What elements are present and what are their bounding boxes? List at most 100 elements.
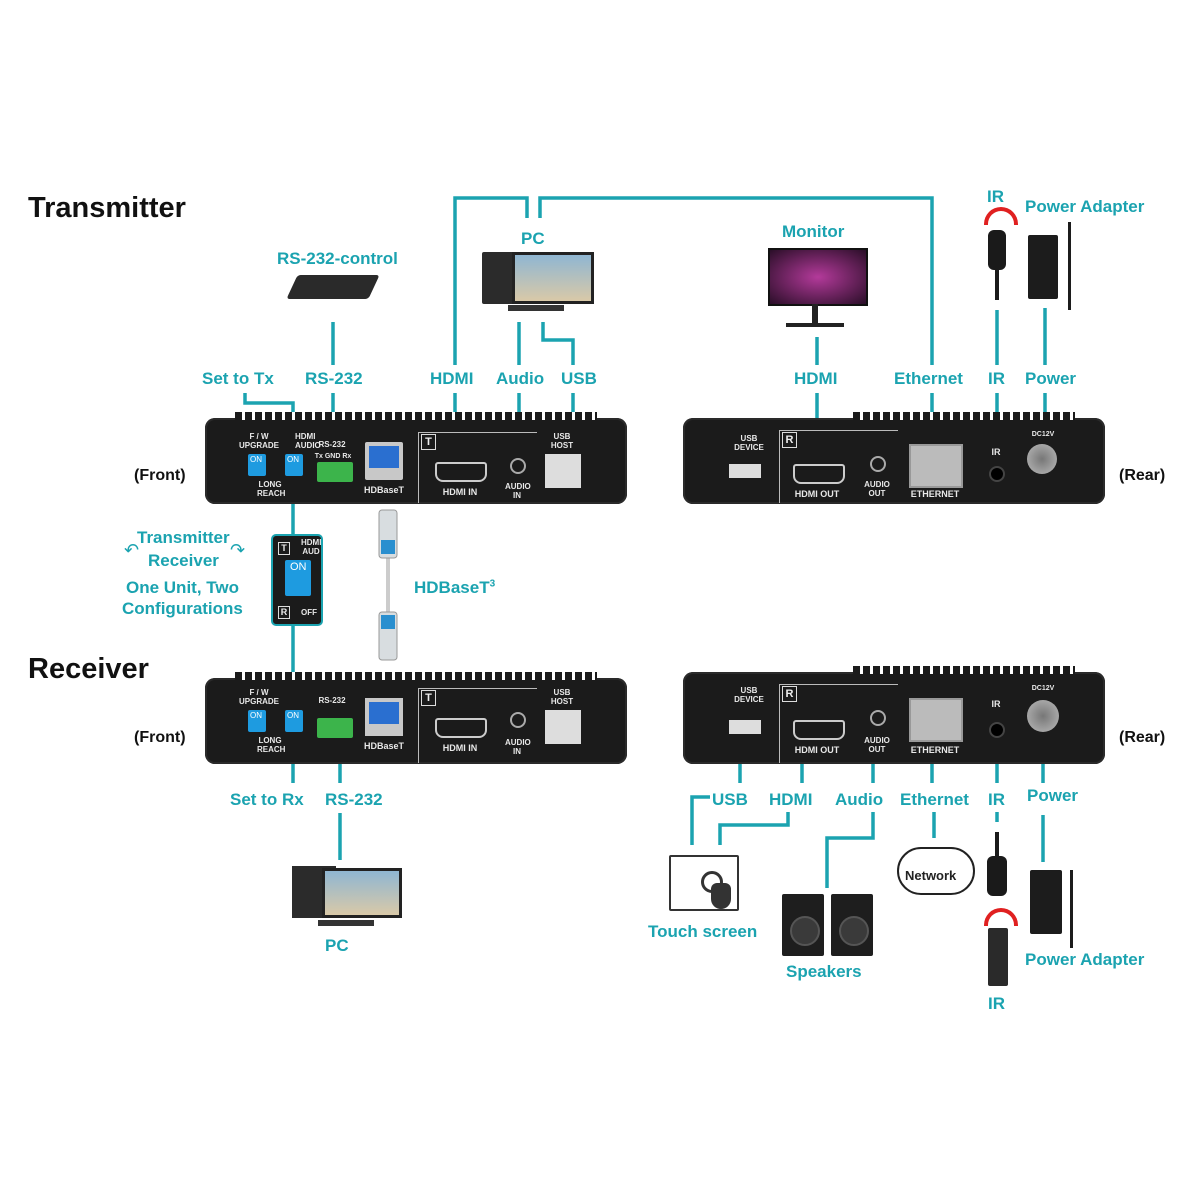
hdmi-out-port[interactable]: [793, 464, 845, 484]
rx-ir-cable-icon: [995, 832, 999, 857]
usb-device-port[interactable]: [729, 464, 761, 478]
tx-rear-panel: USB DEVICE R HDMI OUT AUDIO OUT ETHERNET…: [683, 412, 1105, 504]
long-reach-label: LONG REACH: [257, 480, 286, 498]
rx-usb-host-port[interactable]: [545, 710, 581, 744]
audio-out-port[interactable]: [870, 456, 886, 472]
power-adapter-icon: [1028, 235, 1058, 299]
monitor-icon: [768, 248, 868, 306]
rx-ir-bottom-label: IR: [988, 994, 1005, 1013]
rx-pc-label: PC: [325, 936, 349, 955]
line-speakers: [825, 812, 875, 888]
tx-ethernet-label: Ethernet: [894, 369, 963, 388]
touch-screen-icon: [669, 855, 739, 911]
switch-t-badge: T: [278, 542, 290, 555]
rx-pc-monitor-icon: [322, 868, 402, 918]
tx-mode-badge: T: [421, 434, 436, 450]
switch-audio-label: AUD: [302, 547, 320, 556]
rx-rs232-terminal-port[interactable]: [317, 718, 353, 738]
config-line-2: Configurations: [122, 599, 243, 618]
rx-power-jack[interactable]: [1027, 700, 1059, 732]
hdmi-in-port[interactable]: [435, 462, 487, 482]
hdbaset-cable: [378, 509, 398, 661]
power-jack[interactable]: [1027, 444, 1057, 474]
pc-top-label: PC: [521, 229, 545, 248]
rx-hdmi-in-port[interactable]: [435, 718, 487, 738]
ir-receiver-icon: [988, 230, 1006, 270]
rx-hdmi-out-port-label: HDMI OUT: [794, 745, 840, 755]
hdmi-audio-label: HDMI AUDIO: [295, 432, 321, 450]
rx-rear-panel: USB DEVICE R HDMI OUT AUDIO OUT ETHERNET…: [683, 666, 1105, 764]
pc-monitor-icon: [512, 252, 594, 304]
power-adapter-top-label: Power Adapter: [1025, 197, 1145, 216]
monitor-stand-icon: [812, 304, 818, 324]
power-adapter-cord-icon: [1068, 222, 1071, 310]
mode-dip-switch[interactable]: ON: [285, 454, 303, 476]
rx-ir-port-label: IR: [991, 699, 1001, 709]
config-line-1: One Unit, Two: [126, 578, 240, 597]
rx-long-reach-label: LONG REACH: [257, 736, 286, 754]
rx-power-adapter-icon: [1030, 870, 1062, 934]
mode-line-transmitter: Transmitter: [137, 528, 230, 547]
switch-r-badge: R: [278, 606, 290, 619]
rx-front-panel: F / W UPGRADE ON LONG REACH ON RS-232 HD…: [205, 672, 627, 764]
rx-pc-keyboard-icon: [318, 920, 374, 926]
hdbaset-label: HDBaseT3: [414, 578, 496, 597]
rs232-terminal-port[interactable]: [317, 462, 353, 482]
rx-ir-label: IR: [988, 790, 1005, 809]
hdmi-out-port-label: HDMI OUT: [794, 489, 840, 499]
rx-ethernet-port-label: ETHERNET: [910, 745, 960, 755]
rx-rear-mode-badge: R: [782, 686, 797, 702]
rx-front-label: (Front): [134, 729, 186, 746]
speakers-label: Speakers: [786, 962, 862, 981]
ethernet-port[interactable]: [909, 444, 963, 488]
tx-ir-label: IR: [988, 369, 1005, 388]
fw-dip-switch[interactable]: ON: [248, 454, 266, 476]
rx-hdbaset-port[interactable]: [365, 698, 403, 736]
tx-rear-label: (Rear): [1119, 467, 1166, 484]
fw-upgrade-label: F / W UPGRADE: [239, 432, 280, 450]
line-touch-usb: [690, 795, 710, 845]
tx-front-label: (Front): [134, 467, 186, 484]
rx-dc-label: DC12V: [1031, 685, 1055, 692]
dc-label: DC12V: [1031, 431, 1055, 438]
audio-in-port-label: AUDIO IN: [505, 482, 531, 500]
ir-signal-icon: [984, 207, 1018, 225]
rx-usb-host-label: USB HOST: [550, 688, 574, 706]
tx-hdmi-in-label: HDMI: [430, 369, 474, 388]
tx-rs232-label: RS-232: [305, 369, 363, 388]
rx-audio-out-port[interactable]: [870, 710, 886, 726]
rx-rs232-label: RS-232: [325, 790, 383, 809]
mode-switch-closeup: T HDMI AUD ON R OFF: [271, 534, 323, 626]
rx-ir-port[interactable]: [989, 722, 1005, 738]
speaker-left-icon: [782, 894, 824, 956]
touch-screen-label: Touch screen: [648, 922, 758, 941]
rx-ir-receiver-icon: [987, 856, 1007, 896]
audio-in-port[interactable]: [510, 458, 526, 474]
rx-ir-signal-icon: [984, 908, 1018, 926]
rx-ethernet-port[interactable]: [909, 698, 963, 742]
tx-audio-label: Audio: [496, 369, 545, 388]
ir-port[interactable]: [989, 466, 1005, 482]
rx-fw-dip-switch[interactable]: ON: [248, 710, 266, 732]
usb-host-label: USB HOST: [550, 432, 574, 450]
transmitter-heading: Transmitter: [28, 192, 186, 224]
switch-off-label: OFF: [301, 608, 317, 617]
ir-port-label: IR: [991, 447, 1001, 457]
set-to-tx-label: Set to Tx: [202, 369, 274, 388]
monitor-label: Monitor: [782, 222, 845, 241]
speaker-right-icon: [831, 894, 873, 956]
usb-host-port[interactable]: [545, 454, 581, 488]
rx-hdmi-out-port[interactable]: [793, 720, 845, 740]
switch-dip[interactable]: ON: [285, 560, 311, 596]
tx-power-label: Power: [1025, 369, 1077, 388]
rx-usb-device-port[interactable]: [729, 720, 761, 734]
rx-mode-badge: R: [782, 432, 797, 448]
swap-arrow-right-icon: ↷: [230, 540, 246, 560]
hdbaset-port[interactable]: [365, 442, 403, 480]
usb-device-label: USB DEVICE: [734, 434, 764, 452]
rx-audio-in-port[interactable]: [510, 712, 526, 728]
rx-front-mode-badge: T: [421, 690, 436, 706]
monitor-base-icon: [786, 323, 844, 327]
rx-mode-dip-switch[interactable]: ON: [285, 710, 303, 732]
line-pc-ethernet: [538, 196, 934, 365]
